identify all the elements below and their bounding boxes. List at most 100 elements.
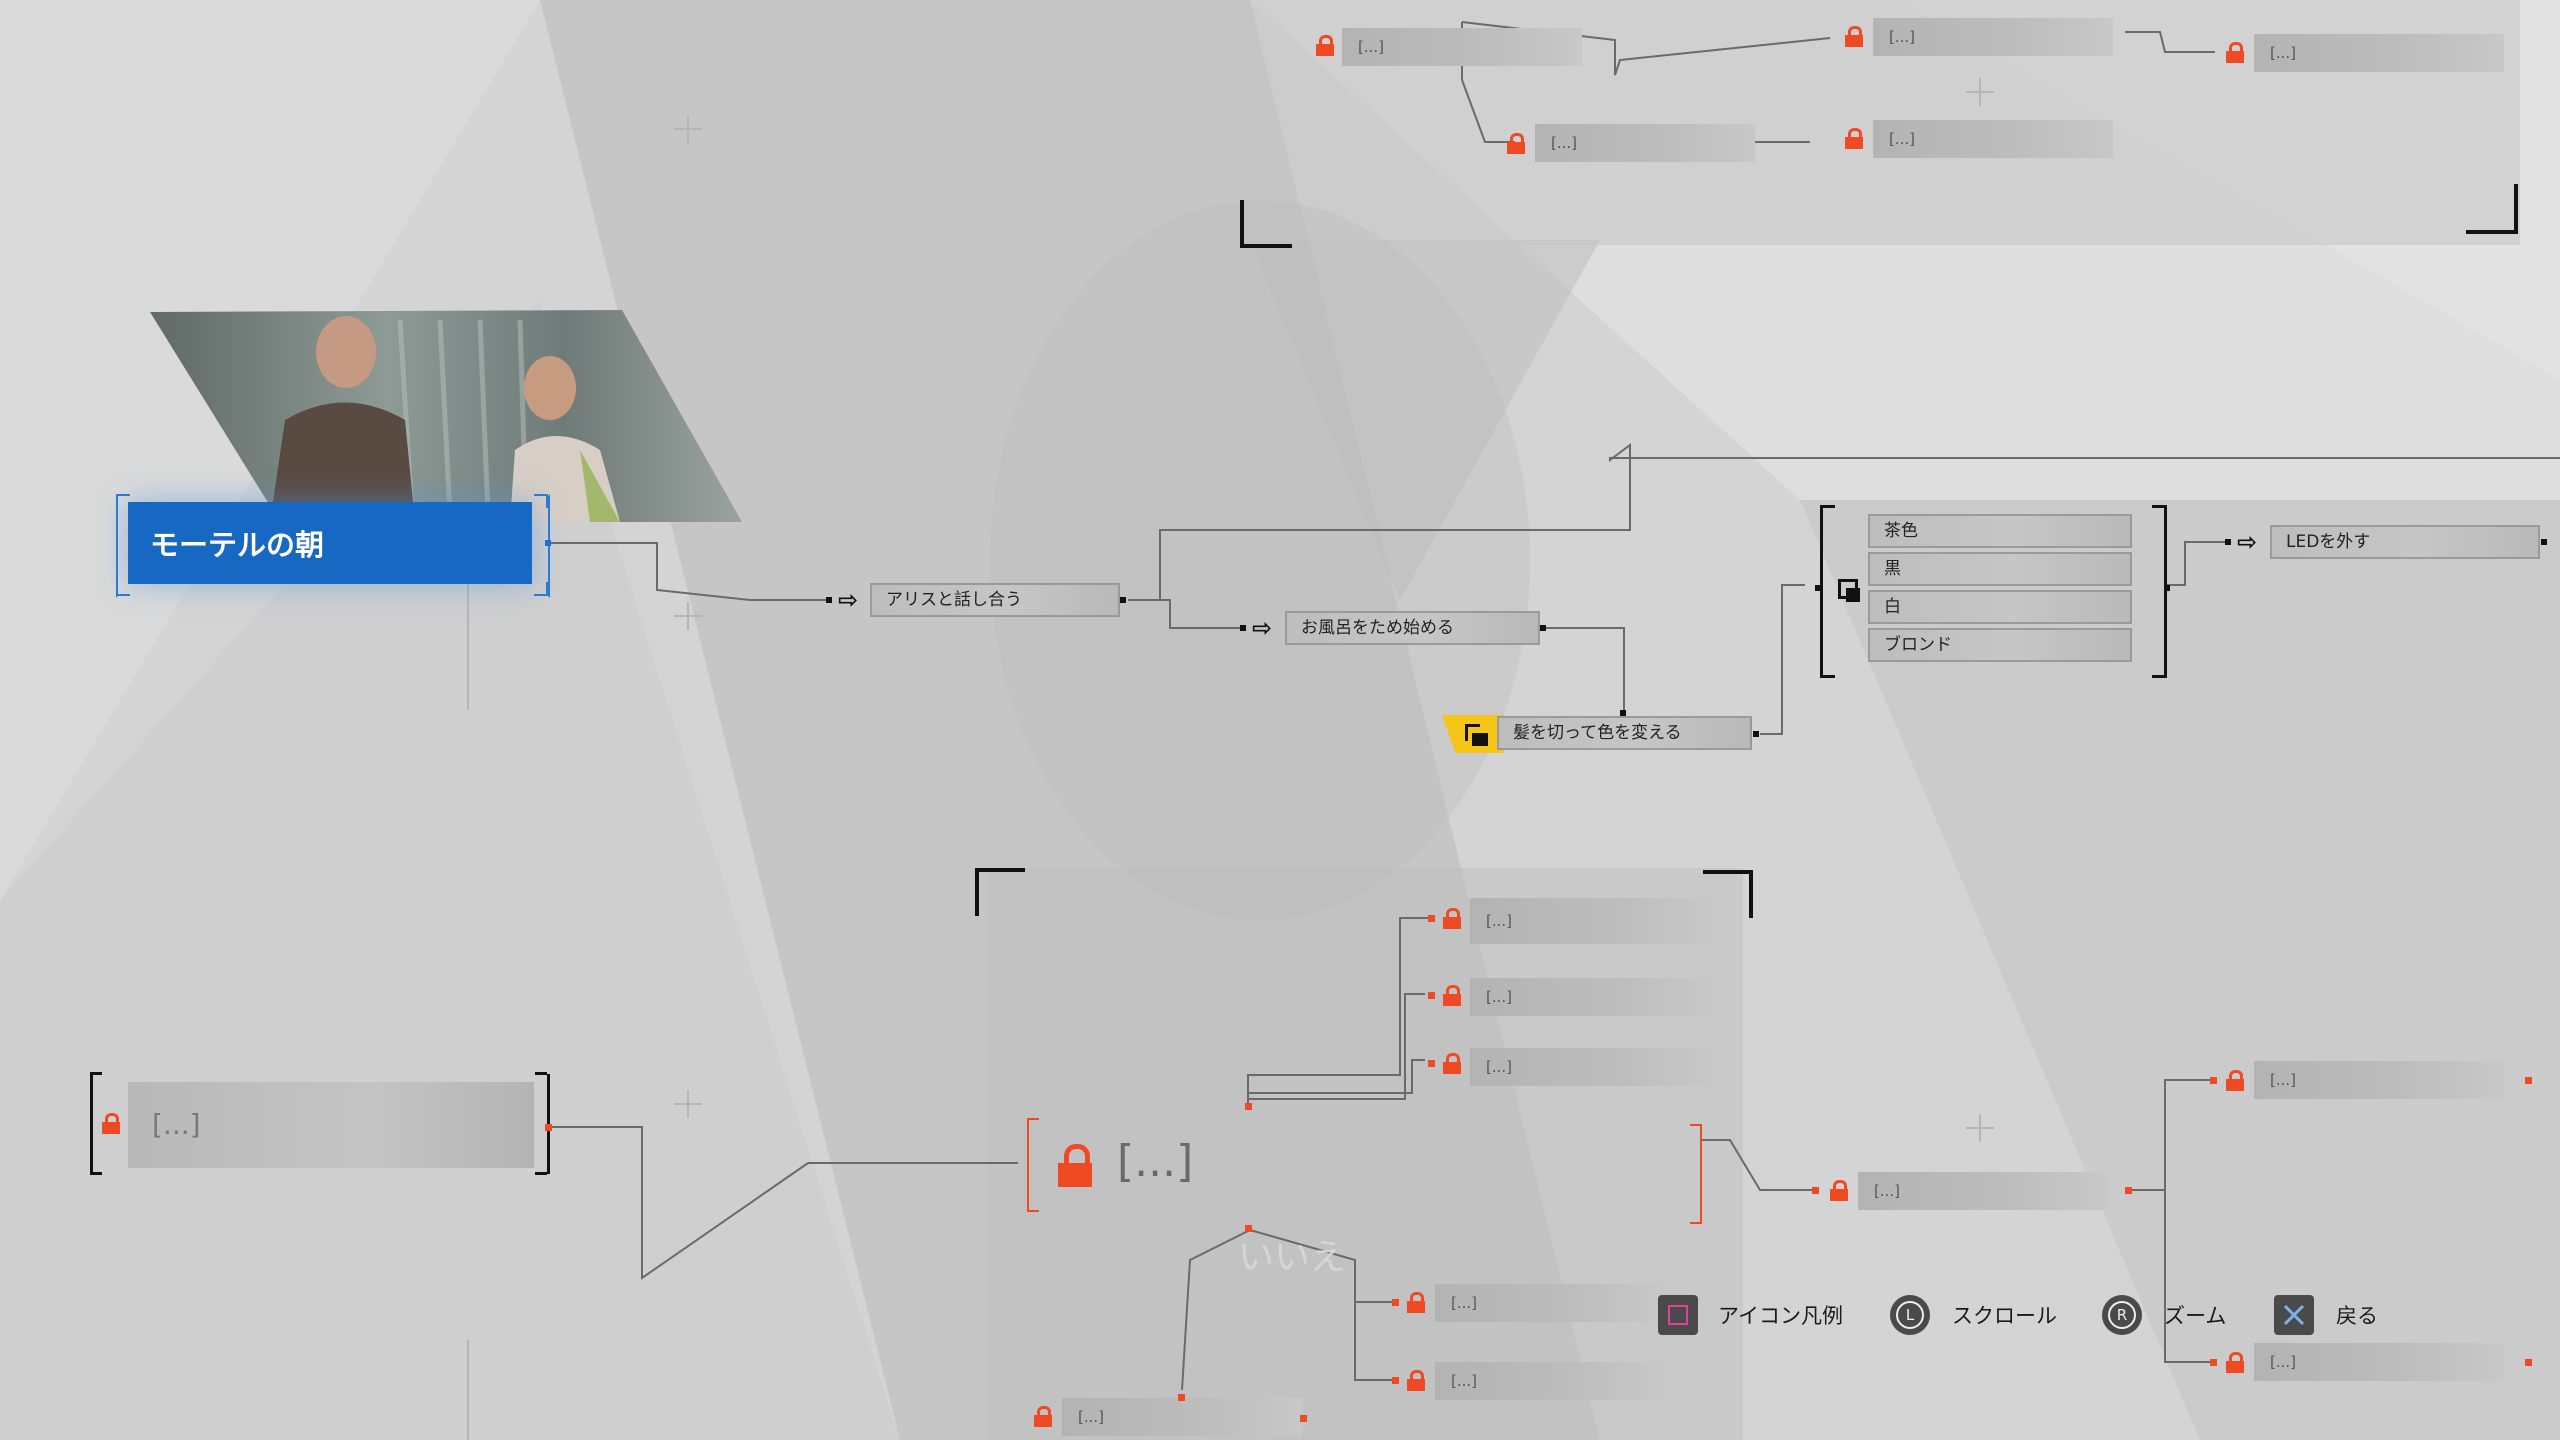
connector-dot bbox=[2525, 1077, 2532, 1084]
connector-dot bbox=[1812, 1187, 1819, 1194]
connector-dot bbox=[1178, 1394, 1185, 1401]
lock-icon bbox=[1830, 1180, 1848, 1201]
cross-glyph bbox=[2283, 1304, 2305, 1326]
square-button-icon bbox=[1658, 1295, 1698, 1335]
l-stick-glyph: L bbox=[1896, 1301, 1924, 1329]
r-stick-icon: R bbox=[2102, 1295, 2142, 1335]
locked-group-bracket-left bbox=[1027, 1118, 1039, 1212]
chapter-thumbnail bbox=[150, 310, 742, 522]
hair-color-option[interactable]: 黒 bbox=[1868, 552, 2132, 586]
connector-dot bbox=[2225, 539, 2231, 545]
connector-dot bbox=[545, 1124, 552, 1131]
lock-icon bbox=[1443, 908, 1461, 929]
locked-node[interactable]: [...] bbox=[1470, 978, 1715, 1016]
hair-color-option[interactable]: 白 bbox=[1868, 590, 2132, 624]
choice-label: 髪を切って色を変える bbox=[1513, 723, 1682, 743]
connector-dot bbox=[1428, 915, 1435, 922]
corner-bracket-top-left bbox=[975, 868, 1025, 916]
r-stick-glyph: R bbox=[2108, 1301, 2136, 1329]
control-hint-scroll[interactable]: スクロール bbox=[1952, 1304, 2057, 1328]
lock-icon bbox=[1316, 35, 1334, 56]
control-hint-back[interactable]: 戻る bbox=[2336, 1304, 2378, 1328]
connector-dot bbox=[1753, 731, 1759, 737]
choice-label: アリスと話し合う bbox=[886, 590, 1022, 610]
locked-node[interactable]: [...] bbox=[1470, 1048, 1715, 1086]
chapter-bracket-corner bbox=[534, 582, 548, 596]
corner-bracket-top-left bbox=[1240, 200, 1292, 248]
locked-node[interactable]: [...] bbox=[1342, 28, 1582, 66]
bracket-corner bbox=[90, 1072, 102, 1075]
choice-node-alice[interactable]: アリスと話し合う bbox=[870, 583, 1120, 617]
chapter-bracket-corner bbox=[116, 494, 130, 508]
locked-node[interactable]: [...] bbox=[1435, 1362, 1665, 1400]
locked-node[interactable]: [...] bbox=[2254, 34, 2504, 72]
choice-node-led[interactable]: LEDを外す bbox=[2270, 525, 2540, 559]
connector-dot bbox=[1300, 1415, 1307, 1422]
corner-bracket-top-right bbox=[1703, 870, 1753, 918]
lock-icon bbox=[102, 1113, 120, 1134]
connector-dot bbox=[1245, 1225, 1252, 1232]
choice-label: お風呂をため始める bbox=[1301, 618, 1454, 638]
locked-group-label: [...] bbox=[1117, 1136, 1194, 1187]
connector-dot bbox=[1392, 1299, 1399, 1306]
unlocked-icon-body bbox=[1472, 733, 1488, 746]
lock-icon bbox=[1845, 128, 1863, 149]
locked-node[interactable]: [...] bbox=[2254, 1061, 2504, 1099]
choice-group-bracket-right bbox=[2152, 505, 2167, 678]
connector-dot bbox=[1815, 585, 1821, 591]
lock-icon bbox=[1407, 1370, 1425, 1391]
bracket-corner bbox=[535, 1072, 547, 1075]
choice-node-hair[interactable]: 髪を切って色を変える bbox=[1497, 716, 1752, 750]
locked-group-bracket-right bbox=[1690, 1124, 1702, 1224]
lock-icon bbox=[1443, 985, 1461, 1006]
chapter-bracket bbox=[116, 494, 550, 598]
connector-dot bbox=[1120, 597, 1126, 603]
locked-node[interactable]: [...] bbox=[1873, 18, 2113, 56]
connector-dot bbox=[826, 597, 832, 603]
lock-icon bbox=[1034, 1406, 1052, 1427]
hair-color-option[interactable]: ブロンド bbox=[1868, 628, 2132, 662]
locked-node[interactable]: [...] bbox=[1435, 1284, 1665, 1322]
option-label: 白 bbox=[1884, 597, 1901, 617]
choice-node-bath[interactable]: お風呂をため始める bbox=[1285, 611, 1540, 645]
control-hint-zoom[interactable]: ズーム bbox=[2164, 1304, 2227, 1328]
connector-dot bbox=[1392, 1377, 1399, 1384]
connector-dot bbox=[1620, 710, 1626, 716]
hidden-choice-text: いいえ bbox=[1238, 1237, 1347, 1278]
control-hint-legend[interactable]: アイコン凡例 bbox=[1718, 1304, 1843, 1328]
lock-icon bbox=[1845, 26, 1863, 47]
locked-node[interactable]: [...] bbox=[2254, 1343, 2504, 1381]
connector-dot bbox=[2541, 539, 2547, 545]
choice-group-bracket-left bbox=[1820, 505, 1835, 678]
locked-node[interactable]: [...] bbox=[1062, 1398, 1302, 1436]
locked-chapter-card[interactable]: [...] bbox=[128, 1082, 534, 1168]
connector-dot bbox=[1428, 1060, 1435, 1067]
connector-dot bbox=[1540, 625, 1546, 631]
locked-node[interactable]: [...] bbox=[1858, 1172, 2108, 1210]
l-stick-icon: L bbox=[1890, 1295, 1930, 1335]
lock-icon bbox=[1443, 1053, 1461, 1074]
locked-node[interactable]: [...] bbox=[1535, 124, 1755, 162]
lock-icon bbox=[2226, 42, 2244, 63]
option-label: ブロンド bbox=[1884, 635, 1952, 655]
bracket-corner bbox=[535, 1172, 547, 1175]
hair-color-option[interactable]: 茶色 bbox=[1868, 514, 2132, 548]
connector-dot bbox=[2125, 1187, 2132, 1194]
locked-node[interactable]: [...] bbox=[1470, 898, 1715, 944]
option-label: 黒 bbox=[1884, 559, 1901, 579]
bracket-corner bbox=[90, 1172, 102, 1175]
choice-label: LEDを外す bbox=[2286, 532, 2371, 552]
chapter-title-card[interactable]: モーテルの朝 bbox=[128, 502, 532, 584]
multiple-choice-icon-fill bbox=[1846, 588, 1860, 602]
connector-dot bbox=[2210, 1077, 2217, 1084]
locked-node[interactable]: [...] bbox=[1873, 120, 2113, 158]
chapter-bracket-corner bbox=[116, 582, 130, 596]
connector-dot bbox=[2164, 585, 2170, 591]
lock-icon bbox=[2226, 1070, 2244, 1091]
connector-dot bbox=[1245, 1103, 1252, 1110]
connector-dot bbox=[2210, 1359, 2217, 1366]
lock-icon bbox=[1058, 1144, 1092, 1187]
chapter-bracket-corner bbox=[534, 494, 548, 508]
corner-bracket-top-right bbox=[2466, 184, 2518, 234]
lock-icon bbox=[2226, 1352, 2244, 1373]
